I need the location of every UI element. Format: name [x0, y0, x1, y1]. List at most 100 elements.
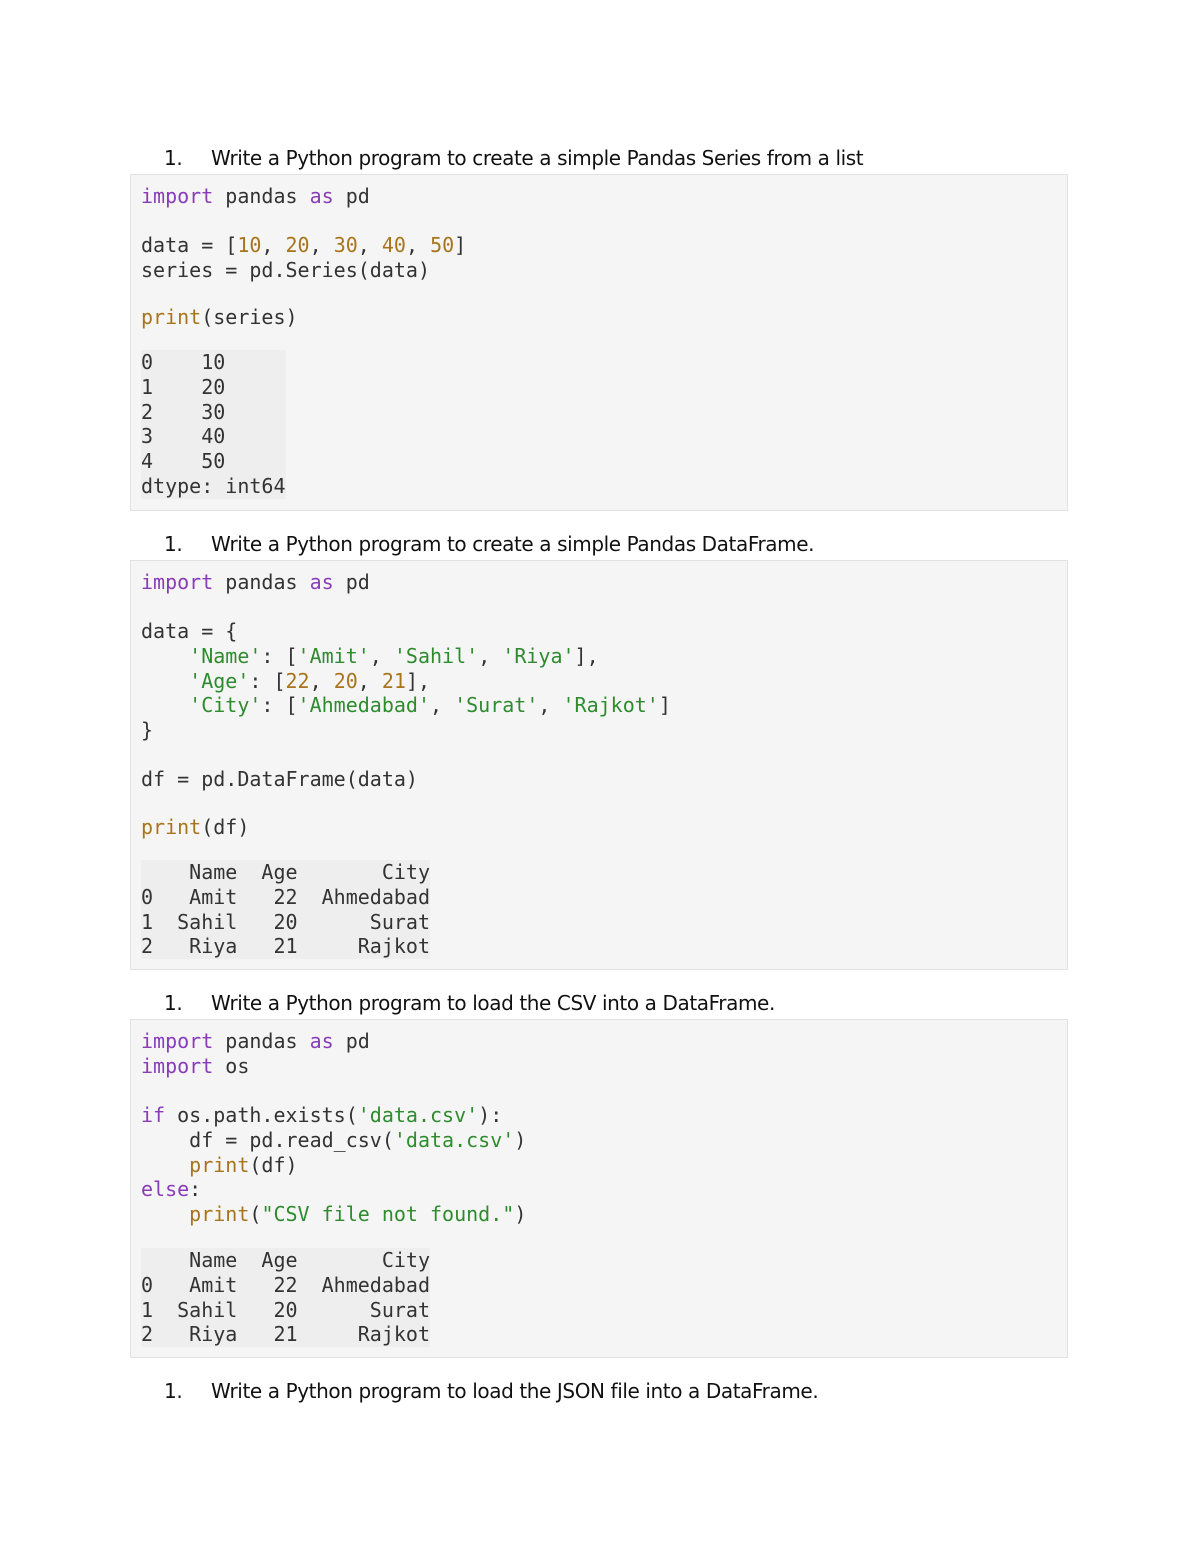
number-literal: 20: [285, 233, 310, 257]
string-literal: 'Sahil': [393, 643, 479, 668]
string-literal: 'Name': [189, 643, 262, 668]
code-cell[interactable]: import pandas as pd data = { 'Name': ['A…: [130, 560, 1068, 970]
punct: ,: [357, 668, 382, 693]
code-block[interactable]: if os.path.exists('data.csv'): df = pd.r…: [141, 1103, 526, 1227]
indent: [141, 669, 189, 693]
keyword: as: [309, 184, 334, 208]
string-literal: 'Age': [189, 668, 250, 693]
code-text: df = pd.DataFrame(data): [141, 767, 418, 791]
punct: ): [514, 1127, 527, 1152]
identifier: pandas: [213, 184, 310, 208]
string-literal: 'Riya': [502, 643, 575, 668]
code-block[interactable]: import pandas as pd import os: [141, 1029, 370, 1079]
punct: : [: [261, 643, 298, 668]
cell-output: 0 10 1 20 2 30 3 40 4 50 dtype: int64: [141, 350, 286, 499]
keyword: import: [141, 184, 214, 208]
number-literal: 10: [237, 233, 262, 257]
keyword: as: [309, 570, 334, 594]
code-block[interactable]: import pandas as pd: [141, 184, 370, 209]
identifier: pandas: [213, 570, 310, 594]
string-literal: 'data.csv': [393, 1127, 515, 1152]
number-literal: 21: [381, 668, 406, 693]
keyword: import: [141, 570, 214, 594]
string-literal: 'Surat': [454, 693, 539, 718]
indent: [141, 644, 189, 668]
punct: ,: [309, 668, 334, 693]
number-literal: 22: [285, 668, 310, 693]
indent: [141, 1202, 189, 1226]
keyword: as: [309, 1029, 334, 1053]
identifier: pandas: [213, 1029, 310, 1053]
punct: ):: [478, 1103, 503, 1127]
keyword: if: [141, 1103, 166, 1127]
code-text: (series): [201, 305, 298, 329]
builtin: print: [189, 1152, 250, 1177]
question-number: 1.: [164, 1379, 183, 1403]
string-literal: 'Rajkot': [562, 693, 659, 718]
punct: ,: [309, 233, 334, 257]
punct: ,: [261, 233, 286, 257]
builtin: print: [189, 1202, 250, 1227]
code-cell[interactable]: import pandas as pd data = [10, 20, 30, …: [130, 174, 1068, 511]
keyword: import: [141, 1029, 214, 1053]
cell-output: Name Age City 0 Amit 22 Ahmedabad 1 Sahi…: [141, 860, 430, 960]
identifier: pd: [333, 184, 370, 208]
punct: ,: [357, 233, 382, 257]
punct: ,: [369, 643, 394, 668]
code-block[interactable]: data = [10, 20, 30, 40, 50] series = pd.…: [141, 233, 466, 283]
question-number: 1.: [164, 532, 183, 556]
string-literal: 'City': [189, 693, 262, 718]
punct: ,: [478, 643, 503, 668]
question-title: Write a Python program to load the JSON …: [211, 1379, 819, 1403]
question-title: Write a Python program to create a simpl…: [211, 532, 815, 556]
code-text: data = [: [141, 233, 238, 257]
question-number: 1.: [164, 146, 183, 170]
code-text: (df): [201, 815, 250, 839]
punct: : [: [261, 693, 298, 718]
punct: ],: [405, 668, 431, 693]
cell-output: Name Age City 0 Amit 22 Ahmedabad 1 Sahi…: [141, 1248, 430, 1348]
question-number: 1.: [164, 991, 183, 1015]
identifier: os: [213, 1053, 250, 1078]
number-literal: 40: [381, 233, 406, 257]
number-literal: 20: [333, 668, 358, 693]
code-text: os.path.exists(: [165, 1103, 358, 1127]
keyword: else: [141, 1177, 190, 1202]
punct: : [: [249, 668, 286, 693]
code-text: series = pd.Series(data): [141, 257, 430, 282]
code-block[interactable]: data = { 'Name': ['Amit', 'Sahil', 'Riya…: [141, 619, 671, 743]
punct: ,: [538, 693, 563, 718]
code-text: data = {: [141, 619, 238, 643]
identifier: pd: [333, 1029, 370, 1053]
question-title: Write a Python program to load the CSV i…: [211, 991, 775, 1015]
code-block[interactable]: import pandas as pd: [141, 570, 370, 595]
code-text: (df): [249, 1152, 298, 1177]
code-block[interactable]: df = pd.DataFrame(data): [141, 767, 418, 792]
punct: ,: [430, 693, 455, 718]
indent: [141, 693, 189, 717]
question-title: Write a Python program to create a simpl…: [211, 146, 864, 170]
builtin: print: [141, 815, 202, 839]
string-literal: "CSV file not found.": [261, 1202, 515, 1227]
code-block[interactable]: print(series): [141, 305, 298, 330]
indent: [141, 1153, 189, 1177]
code-text: df = pd.read_csv(: [141, 1127, 394, 1152]
punct: ): [514, 1202, 527, 1227]
punct: ],: [574, 643, 599, 668]
punct: ]: [658, 693, 671, 718]
punct: ]: [454, 233, 467, 257]
number-literal: 50: [430, 233, 455, 257]
punct: (: [249, 1202, 262, 1227]
punct: }: [141, 718, 154, 743]
string-literal: 'data.csv': [357, 1103, 479, 1127]
code-cell[interactable]: import pandas as pd import os if os.path…: [130, 1019, 1068, 1358]
string-literal: 'Ahmedabad': [297, 693, 430, 718]
builtin: print: [141, 305, 202, 329]
code-block[interactable]: print(df): [141, 815, 249, 840]
punct: :: [189, 1177, 202, 1202]
punct: ,: [405, 233, 431, 257]
keyword: import: [141, 1053, 214, 1078]
number-literal: 30: [333, 233, 358, 257]
string-literal: 'Amit': [297, 643, 370, 668]
identifier: pd: [333, 570, 370, 594]
